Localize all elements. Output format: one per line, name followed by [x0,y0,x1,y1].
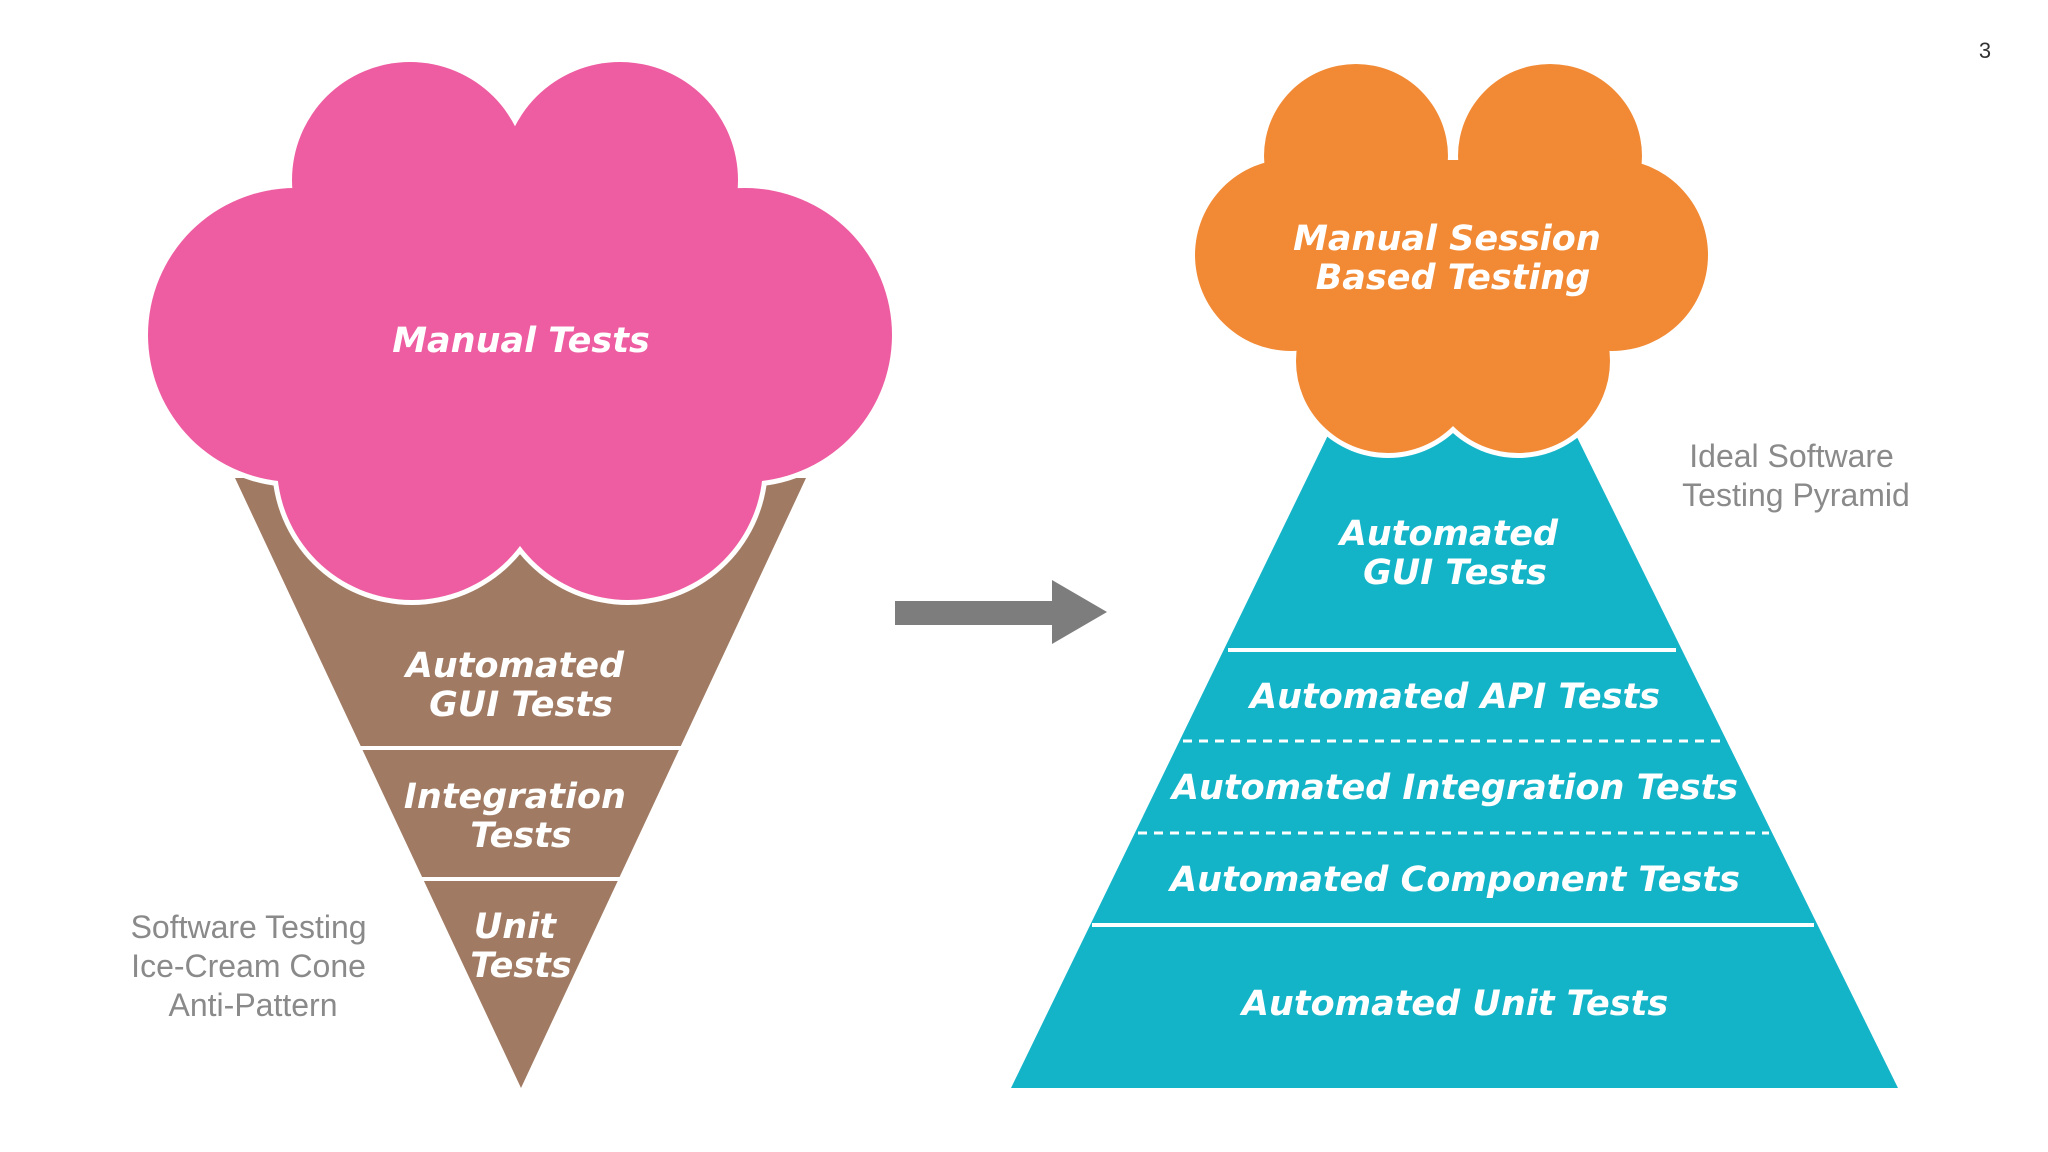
manual-session-label: Manual Session Based Testing [1293,219,1613,298]
ice-cream-caption-line2: Ice-Cream Cone [131,948,366,984]
cone-layer-unit-line2: Tests [470,946,572,986]
cone-layer-unit-line1: Unit [474,907,557,947]
cone-layer-gui-line2: GUI Tests [429,685,613,725]
pyramid-layer-gui-line1: Automated [1337,514,1559,554]
ice-cream-scoop [143,57,897,605]
pyramid-layer-gui-label: Automated GUI Tests [1337,514,1571,593]
cone-layer-unit-label: Unit Tests [470,907,572,986]
manual-session-line1: Manual Session [1293,219,1601,259]
testing-pyramid-caption: Ideal Software Testing Pyramid [1682,438,1910,513]
pyramid-layer-component-label: Automated Component Tests [1167,860,1740,900]
cone-layer-integration-line1: Integration [404,777,626,817]
ice-cream-cone-caption: Software Testing Ice-Cream Cone Anti-Pat… [131,909,376,1023]
manual-session-cloud [1190,59,1713,458]
right-arrow-icon [895,580,1107,644]
cone-layer-gui-line1: Automated [403,646,625,686]
pyramid-caption-line1: Ideal Software [1689,438,1894,474]
cone-shape [235,478,806,1088]
manual-session-line2: Based Testing [1316,258,1591,298]
ice-cream-caption-line3: Anti-Pattern [169,987,338,1023]
manual-tests-label: Manual Tests [392,321,650,361]
pyramid-layer-unit-label: Automated Unit Tests [1239,984,1668,1024]
ice-cream-caption-line1: Software Testing [131,909,367,945]
ice-cream-cone-diagram: Manual Tests Automated GUI Tests Integra… [131,57,897,1088]
pyramid-layer-gui-line2: GUI Tests [1363,553,1547,593]
page-number: 3 [1979,38,1991,63]
cone-layer-gui-label: Automated GUI Tests [403,646,637,725]
pyramid-caption-line2: Testing Pyramid [1682,477,1910,513]
cone-layer-integration-label: Integration Tests [404,777,638,856]
pyramid-layer-integration-label: Automated Integration Tests [1169,768,1738,808]
cone-layer-integration-line2: Tests [470,816,572,856]
pyramid-layer-api-label: Automated API Tests [1247,677,1660,717]
testing-pyramid-diagram: Manual Session Based Testing Automated G… [1011,59,1910,1088]
